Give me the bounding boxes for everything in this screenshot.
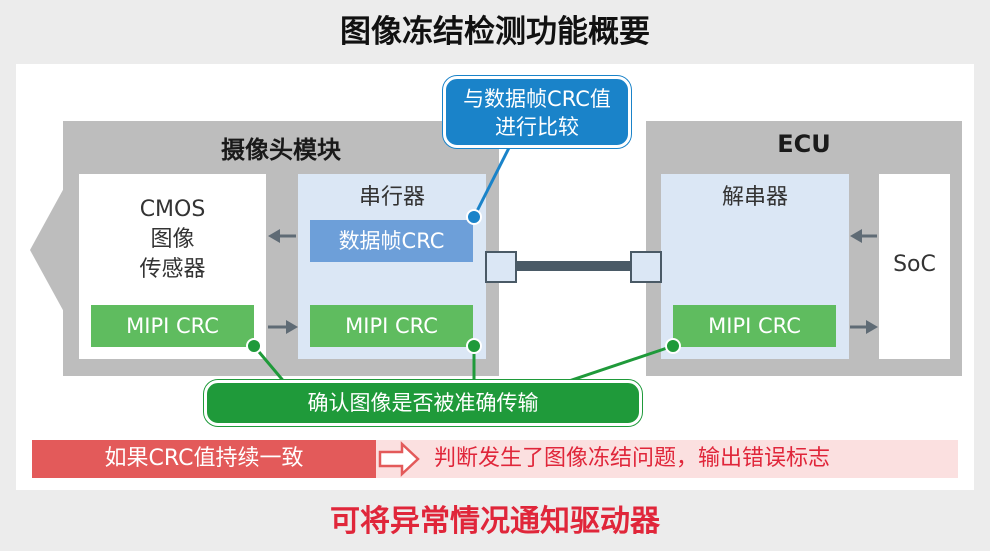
serializer-label: 串行器 bbox=[358, 185, 425, 210]
compare-pointer-dot bbox=[466, 209, 482, 225]
frame-crc-bar: 数据帧CRC bbox=[310, 220, 473, 262]
confirm-dot-mid bbox=[466, 338, 482, 354]
soc-box bbox=[879, 174, 950, 359]
ecu-title: ECU bbox=[777, 130, 831, 158]
cmos-sensor-label: CMOS 图像 传感器 bbox=[139, 197, 206, 282]
arrow-from-soc-icon bbox=[850, 229, 877, 243]
result-bar: 判断发生了图像冻结问题，输出错误标志 bbox=[370, 440, 958, 478]
confirm-pointer-left bbox=[252, 345, 288, 385]
camera-module-title: 摄像头模块 bbox=[221, 136, 341, 164]
compare-callout: 与数据帧CRC值 进行比较 bbox=[443, 76, 631, 148]
compare-pointer-line bbox=[472, 135, 517, 218]
page-title: 图像冻结检测功能概要 bbox=[340, 14, 650, 50]
confirm-dot-left bbox=[246, 338, 262, 354]
serial-link-port-left bbox=[485, 251, 517, 283]
arrow-mipi-right-icon bbox=[268, 320, 298, 334]
arrow-to-cmos-icon bbox=[268, 229, 296, 243]
bottom-conclusion: 可将异常情况通知驱动器 bbox=[330, 504, 660, 539]
confirm-dot-right bbox=[665, 338, 681, 354]
camera-lens-shape bbox=[30, 188, 64, 312]
deserializer-mipi-crc: MIPI CRC bbox=[673, 305, 836, 347]
serial-link-cable bbox=[516, 261, 632, 271]
deserializer-label: 解串器 bbox=[721, 185, 788, 210]
soc-label: SoC bbox=[893, 252, 936, 277]
cmos-mipi-crc: MIPI CRC bbox=[91, 305, 254, 347]
serializer-mipi-crc: MIPI CRC bbox=[310, 305, 473, 347]
condition-bar: 如果CRC值持续一致 bbox=[32, 440, 376, 478]
confirm-callout: 确认图像是否被准确传输 bbox=[204, 380, 642, 426]
result-arrow-icon bbox=[378, 441, 420, 477]
confirm-pointer-right bbox=[559, 344, 674, 386]
serial-link-port-right bbox=[630, 251, 662, 283]
arrow-to-soc-icon bbox=[850, 320, 878, 334]
